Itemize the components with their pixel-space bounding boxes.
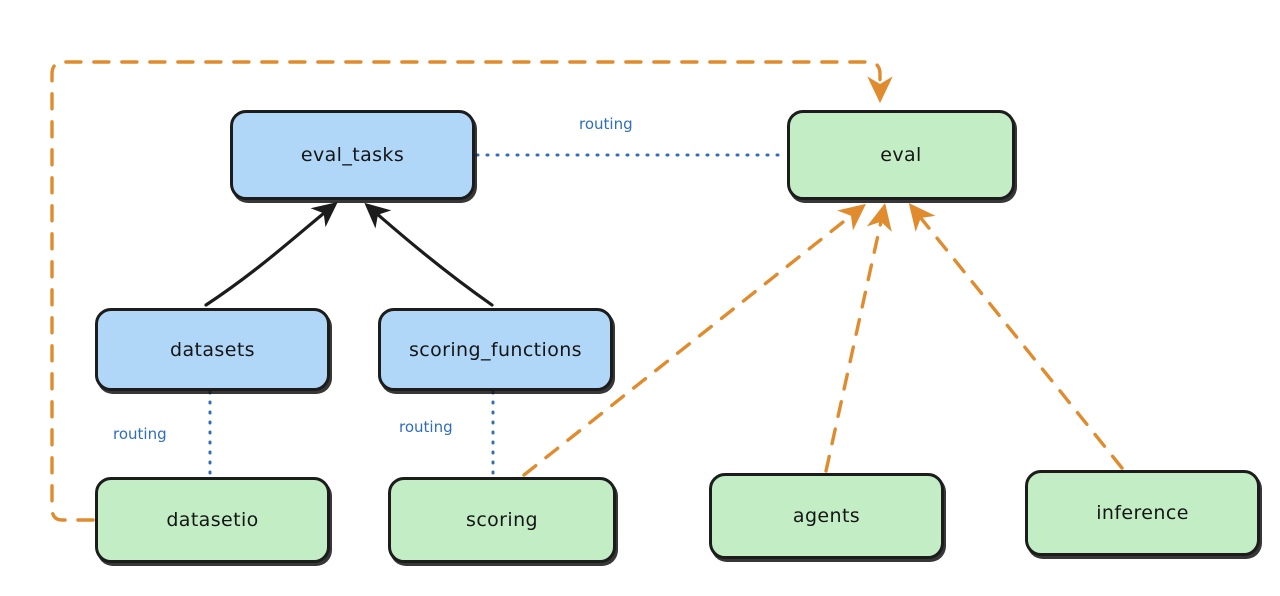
edge-label-routing-datasets-datasetio: routing [110, 425, 170, 443]
edge-scoring-functions-to-eval-tasks [364, 202, 494, 307]
node-eval-tasks[interactable]: eval_tasks [230, 110, 475, 200]
node-label-inference: inference [1096, 502, 1189, 524]
edge-scoring-to-eval [522, 203, 866, 477]
node-inference[interactable]: inference [1025, 470, 1260, 556]
node-datasetio[interactable]: datasetio [95, 477, 330, 563]
edge-label-routing-scoring-functions-scoring: routing [396, 418, 456, 436]
node-label-eval: eval [880, 144, 922, 166]
node-scoring[interactable]: scoring [388, 477, 616, 563]
node-label-scoring-functions: scoring_functions [409, 338, 582, 361]
node-label-eval-tasks: eval_tasks [300, 144, 405, 166]
edge-datasetio-to-eval [50, 60, 893, 522]
node-label-scoring: scoring [466, 509, 538, 531]
edge-agents-to-eval [824, 203, 892, 473]
edge-label-routing-eval-tasks-eval: routing [576, 115, 636, 133]
node-datasets[interactable]: datasets [95, 308, 330, 391]
node-agents[interactable]: agents [709, 473, 944, 559]
node-scoring-functions[interactable]: scoring_functions [378, 308, 613, 391]
edge-inference-to-eval [908, 203, 1124, 470]
node-label-agents: agents [792, 505, 861, 527]
node-eval[interactable]: eval [787, 110, 1015, 200]
edge-datasets-to-eval-tasks [204, 202, 338, 307]
node-label-datasetio: datasetio [166, 509, 259, 531]
node-label-datasets: datasets [170, 338, 255, 361]
